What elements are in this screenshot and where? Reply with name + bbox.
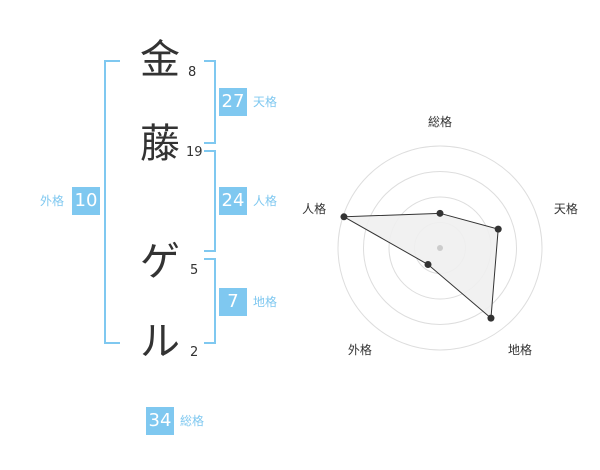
tenkaku-value: 27 <box>219 88 247 116</box>
chikaku-bracket <box>204 258 216 344</box>
name-char-3: ゲ <box>140 239 180 285</box>
jinkaku-label: 人格 <box>253 194 278 208</box>
gaikaku-value: 10 <box>72 187 100 215</box>
radar-ring-3 <box>363 171 517 325</box>
radar-axis-label-5: 人格 <box>302 201 326 216</box>
radar-center-dot <box>437 245 443 251</box>
radar-axis-label-4: 外格 <box>348 342 372 357</box>
tenkaku-bracket <box>204 60 216 144</box>
gaikaku-bracket <box>104 60 120 344</box>
chikaku-value: 7 <box>219 288 247 316</box>
radar-axis-label-2: 天格 <box>554 201 578 216</box>
radar-axis-label-1: 総格 <box>428 114 452 129</box>
radar-point-5 <box>340 213 348 221</box>
stroke-count-2: 19 <box>186 145 203 160</box>
radar-point-4 <box>424 261 432 269</box>
radar-polygon <box>342 212 499 320</box>
name-char-4: ル <box>140 319 180 365</box>
radar-point-2 <box>494 225 502 233</box>
stroke-count-4: 2 <box>190 345 199 360</box>
radar-ring-4 <box>337 145 543 351</box>
radar-axis-label-3: 地格 <box>508 342 532 357</box>
radar-point-1 <box>436 209 444 217</box>
soukaku-label: 総格 <box>180 414 205 428</box>
gaikaku-label: 外格 <box>40 194 65 208</box>
radar-point-3 <box>487 314 495 322</box>
soukaku-value: 34 <box>146 407 174 435</box>
stroke-count-3: 5 <box>190 263 199 278</box>
chikaku-label: 地格 <box>253 295 278 309</box>
jinkaku-value: 24 <box>219 187 247 215</box>
stroke-count-1: 8 <box>188 65 197 80</box>
name-char-2: 藤 <box>140 121 180 167</box>
jinkaku-bracket <box>204 150 216 252</box>
name-char-1: 金 <box>140 37 180 83</box>
tenkaku-label: 天格 <box>253 95 278 109</box>
